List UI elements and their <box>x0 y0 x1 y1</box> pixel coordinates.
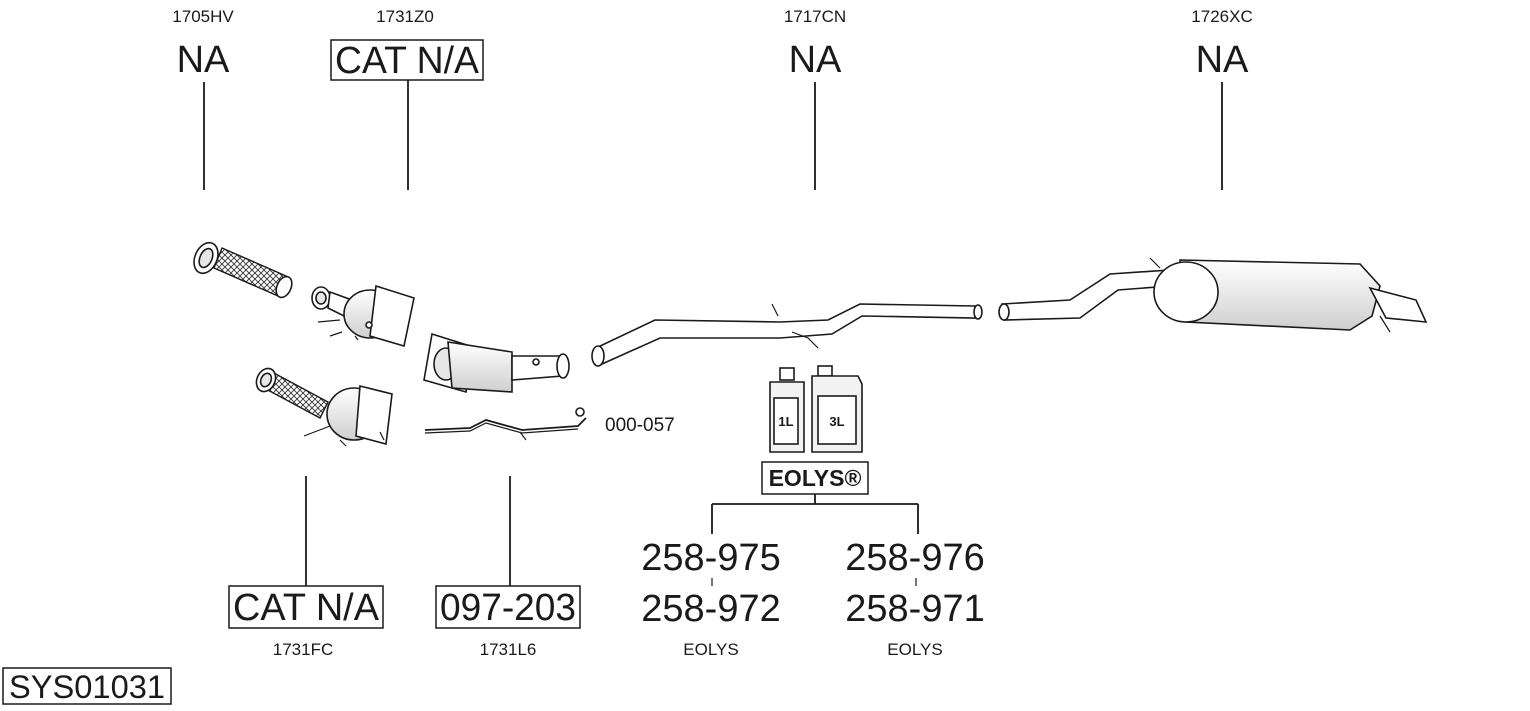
catalyst-1731Z0-part[interactable] <box>311 284 415 348</box>
hangers <box>1149 257 1391 333</box>
sensor-pipe-part[interactable] <box>424 407 587 441</box>
pipe-inlet <box>998 303 1010 321</box>
fluid-code-top: 258-976 <box>845 537 984 579</box>
pipe-opening <box>198 247 214 269</box>
can-cap <box>817 365 833 377</box>
eolys-brand-box[interactable]: EOLYS® <box>761 461 869 495</box>
part-status: CAT N/A <box>233 587 380 629</box>
particulate-filter-part[interactable] <box>423 332 570 394</box>
dpf-body <box>447 341 513 393</box>
bottle-volume: 1L <box>778 414 793 429</box>
fluid-label: EOLYS <box>887 640 942 659</box>
muffler-end-cap <box>1153 261 1219 323</box>
part-ref: 1705HV <box>172 7 234 26</box>
fluid-label: EOLYS <box>683 640 738 659</box>
part-ref: 1731Z0 <box>376 7 434 26</box>
label-1705HV[interactable]: 1705HV NA <box>172 7 234 190</box>
pipe-end <box>275 275 293 299</box>
system-id-box[interactable]: SYS01031 <box>2 667 172 705</box>
sensor-wires <box>303 425 385 447</box>
flex-mesh <box>213 247 287 297</box>
fluid-code-bottom: 258-972 <box>641 588 780 630</box>
part-status-box <box>330 39 484 81</box>
label-1717CN[interactable]: 1717CN NA <box>784 7 846 190</box>
intermediate-pipe <box>594 303 976 366</box>
part-ref: 1731L6 <box>480 640 537 659</box>
part-ref: 1717CN <box>784 7 846 26</box>
intermediate-pipe-part[interactable] <box>591 303 983 367</box>
system-id: SYS01031 <box>9 669 165 705</box>
system-id-frame <box>2 667 172 705</box>
fluid-code-bottom: 258-971 <box>845 588 984 630</box>
bottle-label <box>773 397 799 445</box>
part-ref: 1726XC <box>1191 7 1252 26</box>
brand-name: EOLYS® <box>769 465 862 491</box>
tail-tip <box>1368 286 1428 323</box>
part-status: NA <box>1196 39 1249 81</box>
label-1731L6[interactable]: 097-203 1731L6 <box>435 476 581 659</box>
sensor-boss <box>365 321 373 329</box>
flex-pipe-part[interactable] <box>189 239 294 300</box>
part-ref: 1731FC <box>273 640 333 659</box>
brand-box <box>761 461 869 495</box>
bottle-cap <box>779 367 795 381</box>
can-volume: 3L <box>829 414 844 429</box>
tail-pipe-in <box>1001 269 1171 321</box>
sensor-wires <box>317 319 359 341</box>
label-1726XC[interactable]: 1726XC NA <box>1191 7 1253 190</box>
label-1731Z0[interactable]: 1731Z0 CAT N/A <box>330 7 484 190</box>
part-status-box <box>228 585 384 629</box>
sensor-boss <box>532 358 540 366</box>
fluid-bottle-3l[interactable]: 3L <box>811 365 863 453</box>
fluid-bottle-1l[interactable]: 1L <box>769 367 805 453</box>
bracket <box>519 431 527 441</box>
fluid-codes-left[interactable]: 258-975 258-972 EOLYS <box>641 537 780 659</box>
pipe-opening <box>259 372 273 388</box>
cat-flange <box>355 384 393 446</box>
part-number: 097-203 <box>440 587 576 629</box>
pipe-outlet <box>973 304 983 320</box>
pipe-inlet <box>591 345 605 367</box>
part-status: NA <box>177 39 230 81</box>
fluid-bracket <box>711 494 919 534</box>
side-part-ref[interactable]: 000-057 <box>605 415 675 436</box>
inlet-opening <box>315 291 327 305</box>
sensor-pipe <box>424 417 587 431</box>
sensor-pipe-edge <box>424 422 579 434</box>
part-status: CAT N/A <box>335 40 480 82</box>
can-label <box>817 395 857 445</box>
label-1731FC[interactable]: CAT N/A 1731FC <box>228 476 384 659</box>
rear-muffler-part[interactable] <box>998 257 1428 333</box>
pipe-fitting <box>575 407 585 417</box>
dpf-outlet-end <box>556 353 570 379</box>
hangers <box>771 303 819 349</box>
catalyst-1731FC-part[interactable] <box>253 365 393 447</box>
part-status-box <box>435 585 581 629</box>
part-status: NA <box>789 39 842 81</box>
cat-flange <box>369 284 415 348</box>
fluid-codes-right[interactable]: 258-976 258-971 EOLYS <box>845 537 984 659</box>
fluid-code-top: 258-975 <box>641 537 780 579</box>
